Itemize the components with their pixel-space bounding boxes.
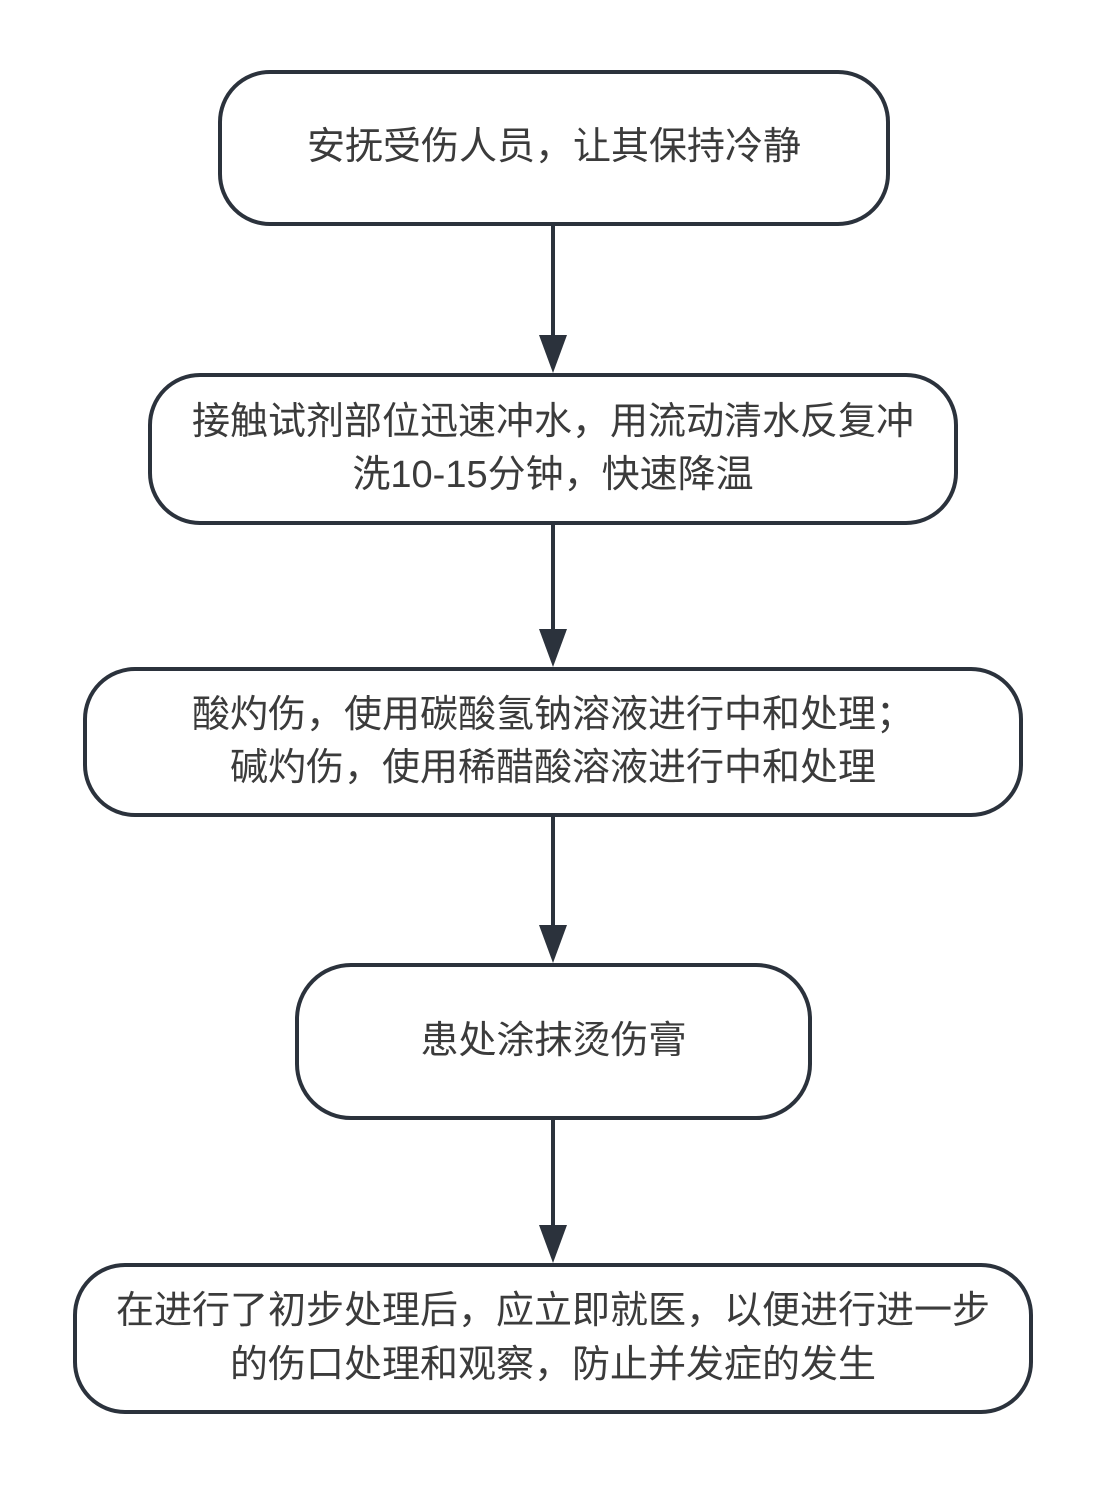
node-label: 安抚受伤人员，让其保持冷静 bbox=[306, 126, 801, 169]
edge-step3-to-step4 bbox=[539, 817, 567, 963]
edge-step4-to-step5 bbox=[539, 1120, 567, 1263]
edge-line bbox=[551, 225, 555, 337]
flow-node-step-1: 安抚受伤人员，让其保持冷静 bbox=[218, 70, 890, 226]
node-label: 接触试剂部位迅速冲水，用流动清水反复冲 洗10-15分钟，快速降温 bbox=[191, 400, 914, 496]
edge-step1-to-step2 bbox=[539, 225, 567, 373]
edge-line bbox=[551, 1120, 555, 1227]
edge-line bbox=[551, 817, 555, 927]
edge-line bbox=[551, 525, 555, 631]
edge-step2-to-step3 bbox=[539, 525, 567, 667]
node-label: 酸灼伤，使用碳酸氢钠溶液进行中和处理； 碱灼伤，使用稀醋酸溶液进行中和处理 bbox=[191, 693, 914, 789]
arrowhead-down-icon bbox=[539, 629, 567, 667]
node-label: 在进行了初步处理后，应立即就医，以便进行进一步 的伤口处理和观察，防止并发症的发… bbox=[115, 1290, 990, 1386]
flow-node-step-2: 接触试剂部位迅速冲水，用流动清水反复冲 洗10-15分钟，快速降温 bbox=[148, 373, 958, 525]
arrowhead-down-icon bbox=[539, 1225, 567, 1263]
flow-node-step-3: 酸灼伤，使用碳酸氢钠溶液进行中和处理； 碱灼伤，使用稀醋酸溶液进行中和处理 bbox=[83, 667, 1023, 817]
arrowhead-down-icon bbox=[539, 925, 567, 963]
flow-node-step-5: 在进行了初步处理后，应立即就医，以便进行进一步 的伤口处理和观察，防止并发症的发… bbox=[73, 1263, 1033, 1414]
node-label: 患处涂抹烫伤膏 bbox=[420, 1019, 687, 1062]
flow-node-step-4: 患处涂抹烫伤膏 bbox=[295, 963, 812, 1120]
arrowhead-down-icon bbox=[539, 335, 567, 373]
